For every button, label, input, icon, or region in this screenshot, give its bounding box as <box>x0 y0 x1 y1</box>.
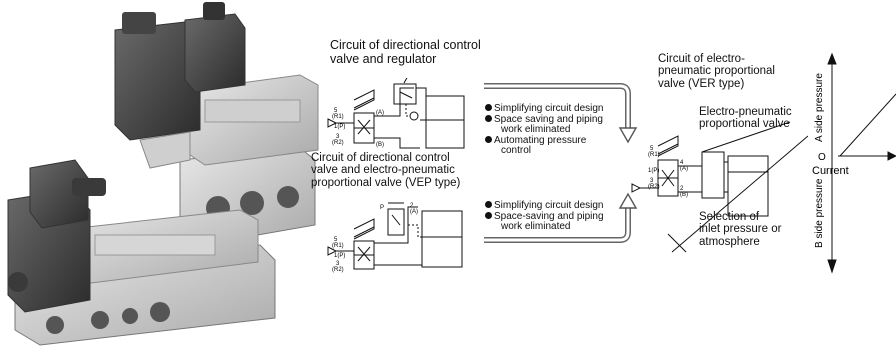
bullet-icon <box>485 135 492 143</box>
list-item: Space-saving and piping <box>485 211 604 223</box>
list-item: Simplifying circuit design <box>485 103 604 115</box>
label-line: atmosphere <box>699 235 760 248</box>
svg-text:(B): (B) <box>680 192 688 198</box>
bullet-icon <box>485 201 492 208</box>
flow-arrows <box>484 83 638 243</box>
label-line: Electro-pneumatic <box>699 106 792 118</box>
title-line: valve and regulator <box>330 51 437 66</box>
ep-valve-label: Electro-pneumatic proportional valve <box>699 106 792 131</box>
title-line: proportional valve (VEP type) <box>311 176 461 189</box>
benefits-bottom-list: Simplifying circuit design Space-saving … <box>485 200 604 233</box>
title-line: valve and electro-pneumatic <box>311 164 455 177</box>
bullet-icon <box>485 104 492 111</box>
title-dir-valve-regulator: Circuit of directional control valve and… <box>330 38 481 66</box>
svg-text:(R1): (R1) <box>648 152 660 158</box>
svg-text:3: 3 <box>336 261 340 267</box>
circuit-ver: 5(R1) 1(P) 3 (R2) 4 (A) 2 (B) <box>631 121 808 253</box>
svg-text:3: 3 <box>336 134 340 140</box>
svg-text:(R1): (R1) <box>332 243 344 249</box>
title-line: Circuit of directional control <box>311 152 450 164</box>
svg-text:(A): (A) <box>680 166 688 172</box>
benefits-top-list: Simplifying circuit design Space saving … <box>485 103 604 157</box>
circuit-dir-valve-vep: 5(R1) 1(P) 3 (R2) P 2(A) <box>327 202 463 273</box>
title-ver-circuit: Circuit of electro- pneumatic proportion… <box>658 53 775 90</box>
label-line: inlet pressure or <box>699 223 782 236</box>
svg-text:(R2): (R2) <box>648 184 660 190</box>
list-item-cont: control <box>501 145 532 156</box>
svg-text:1(P): 1(P) <box>334 124 345 130</box>
list-item: Space saving and piping <box>485 114 604 126</box>
valve-bottom-image <box>7 159 276 346</box>
svg-text:2: 2 <box>410 203 414 209</box>
bullet-icon <box>485 114 492 122</box>
bullet-icon <box>485 211 492 219</box>
title-line: pneumatic proportional <box>658 65 775 78</box>
title-line: Circuit of electro- <box>658 53 745 65</box>
svg-text:5: 5 <box>334 237 338 243</box>
svg-text:(A): (A) <box>410 209 418 215</box>
pressure-current-graph: O A side pressure B side pressure Curren… <box>812 52 896 274</box>
list-item-cont: work eliminated <box>501 124 571 135</box>
svg-text:5: 5 <box>650 146 654 152</box>
label-line: proportional valve <box>699 118 790 131</box>
title-line: valve (VER type) <box>658 77 745 90</box>
selection-label: Selection of inlet pressure or atmospher… <box>699 211 781 248</box>
title-dir-valve-vep: Circuit of directional control valve and… <box>311 152 460 189</box>
svg-text:(B): (B) <box>376 142 384 148</box>
valve-top-image <box>114 2 319 246</box>
a-side-label: A side pressure <box>814 73 825 142</box>
circuit-dir-valve-regulator: 5(R1) 1(P) 3 (R2) (A) (B) <box>327 78 465 149</box>
characteristic-line <box>839 93 896 157</box>
svg-text:(R1): (R1) <box>332 114 344 120</box>
svg-text:2: 2 <box>680 186 684 192</box>
label-line: Selection of <box>699 211 760 223</box>
current-label: Current <box>812 165 849 177</box>
svg-text:1(P): 1(P) <box>334 253 345 259</box>
svg-text:4: 4 <box>680 160 684 166</box>
svg-text:1(P): 1(P) <box>648 168 659 174</box>
svg-text:3: 3 <box>650 178 654 184</box>
svg-text:(A): (A) <box>376 110 384 116</box>
valve-product-photo <box>7 2 319 346</box>
svg-text:P: P <box>380 205 384 211</box>
origin-label: O <box>818 152 826 163</box>
list-item: Automating pressure <box>485 135 604 147</box>
b-side-label: B side pressure <box>814 178 825 248</box>
svg-text:5: 5 <box>334 108 338 114</box>
list-item: Simplifying circuit design <box>485 200 604 212</box>
list-item-cont: work eliminated <box>501 221 571 232</box>
svg-text:(R2): (R2) <box>332 267 344 273</box>
title-line: Circuit of directional control <box>330 38 481 52</box>
arrow-top <box>484 83 631 130</box>
arrow-bottom <box>484 206 631 243</box>
svg-text:(R2): (R2) <box>332 140 344 146</box>
